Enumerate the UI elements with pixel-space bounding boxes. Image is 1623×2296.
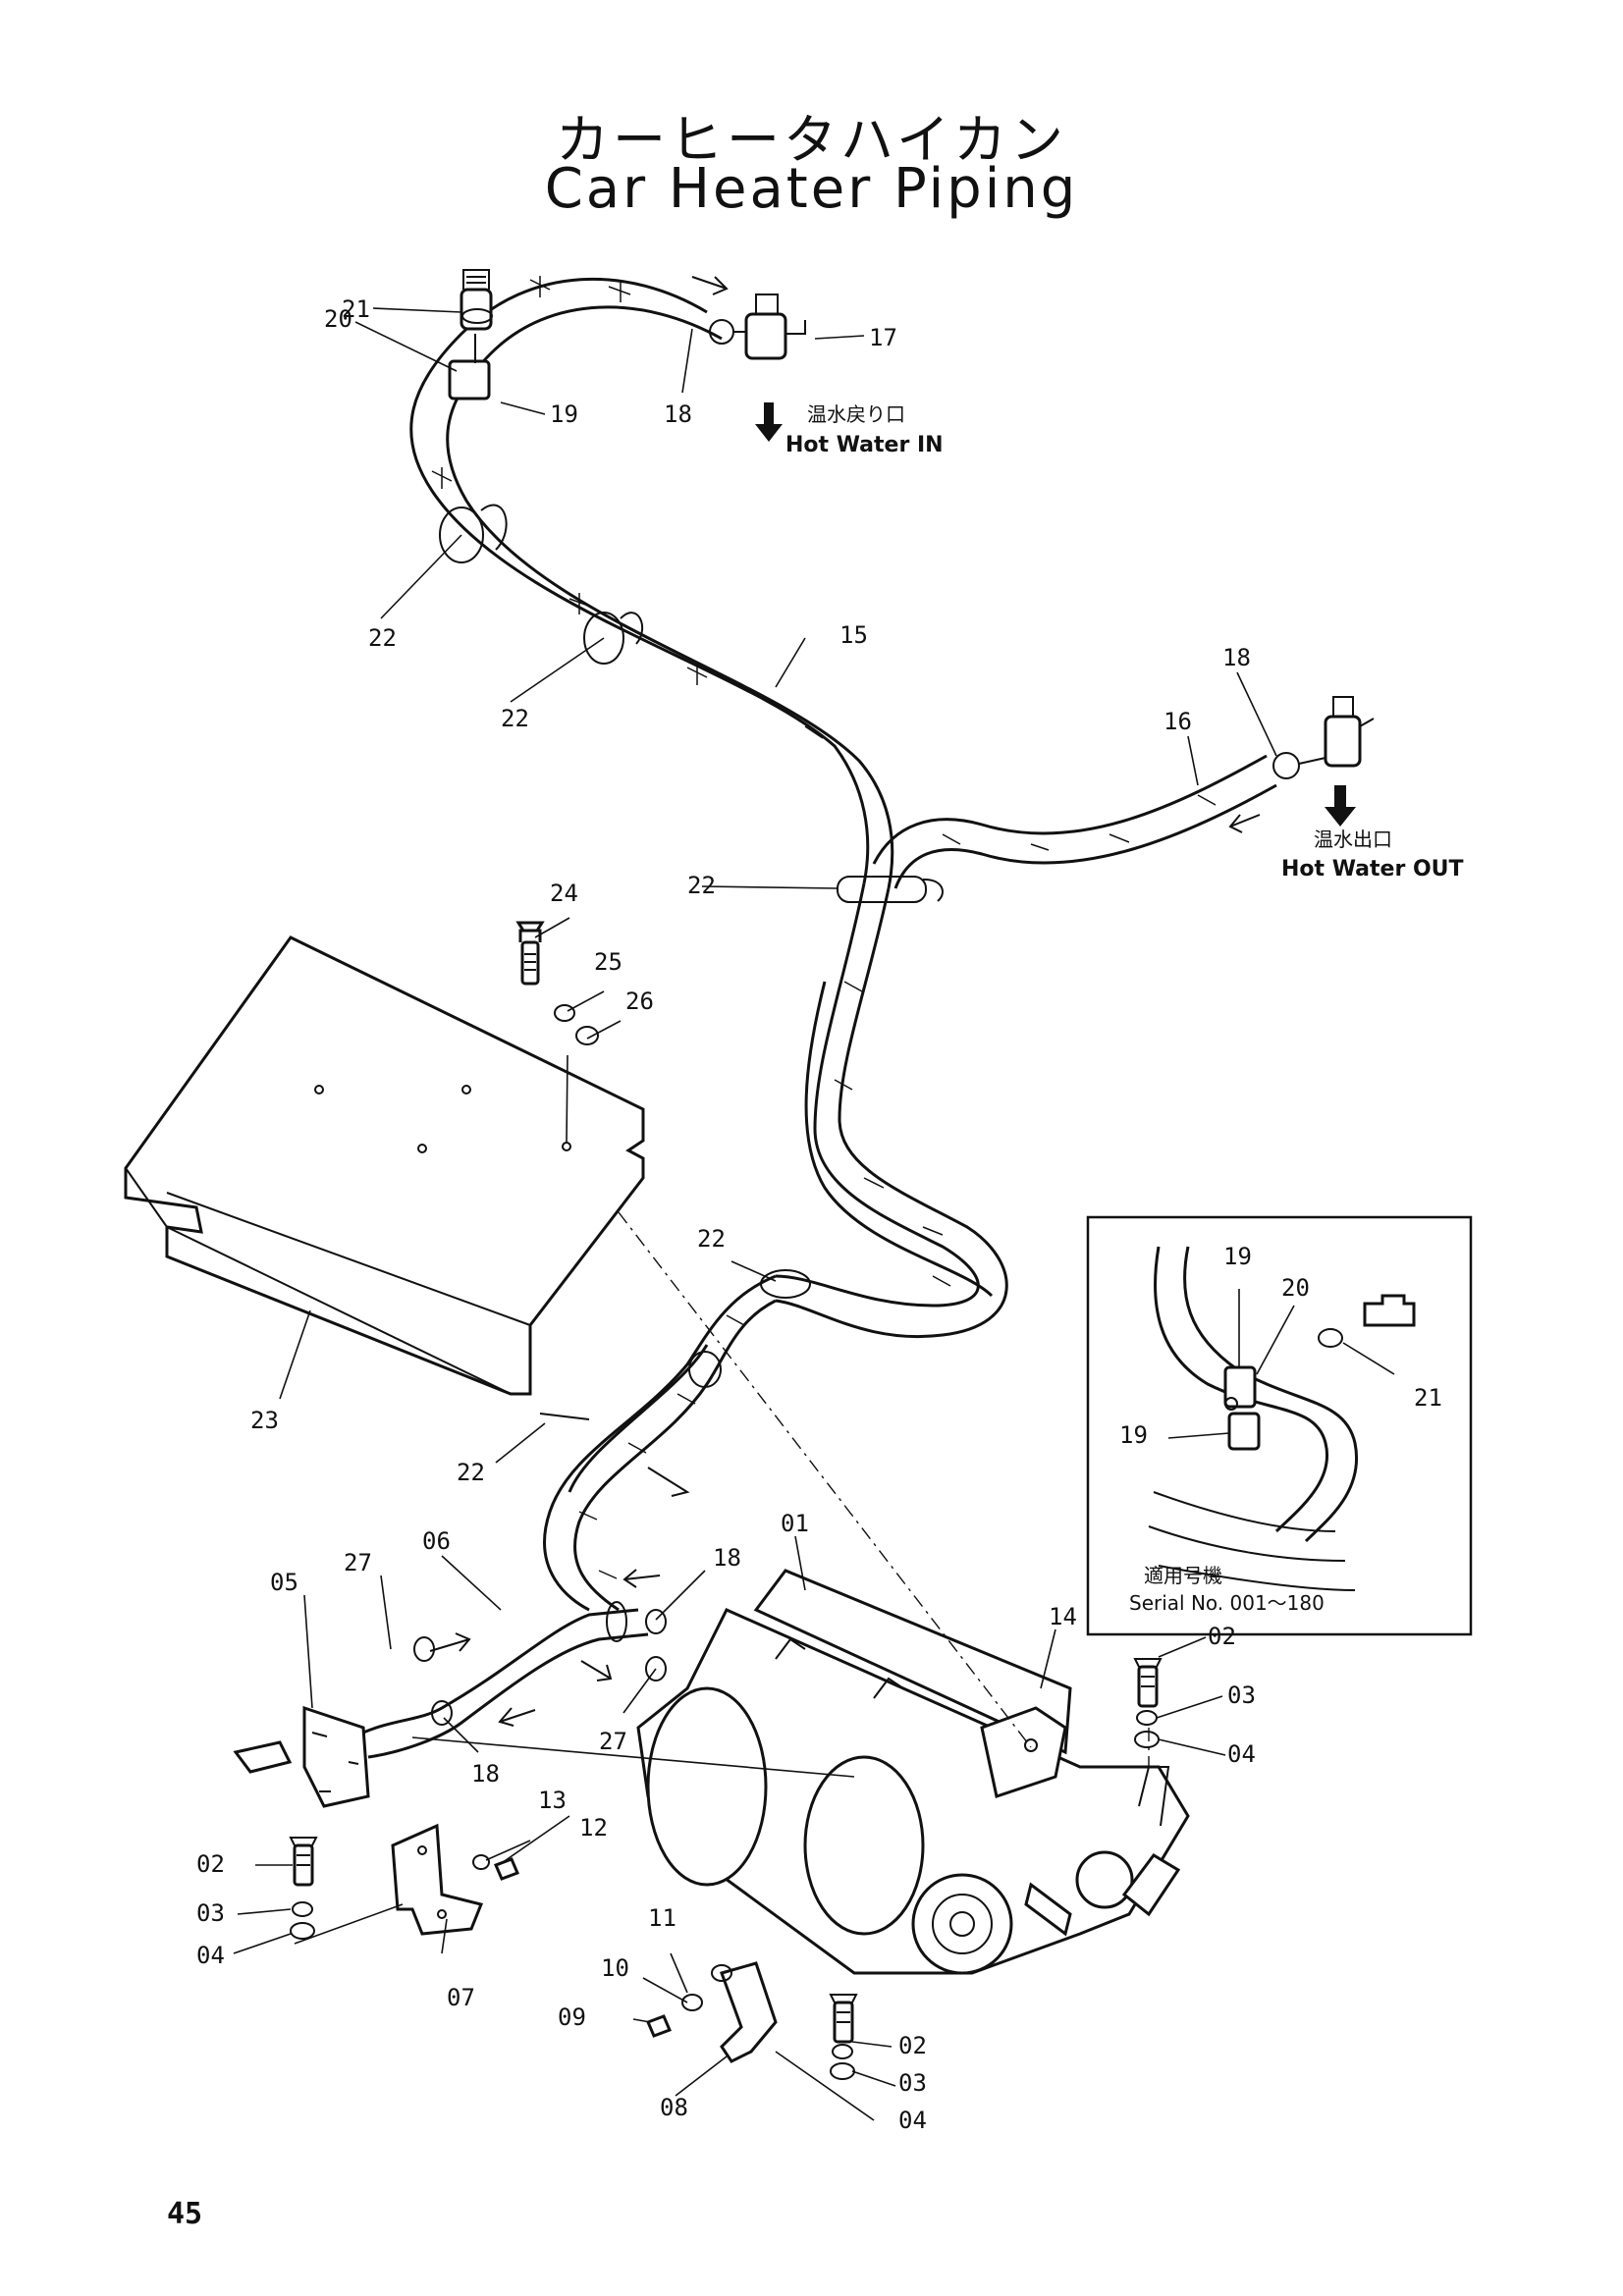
- inset-callout-19-b: 19: [1119, 1421, 1148, 1449]
- callout-08: 08: [660, 2094, 688, 2121]
- bolt-24-assembly: [515, 921, 599, 1045]
- callout-11: 11: [648, 1904, 676, 1932]
- clamp-22-set: [439, 504, 944, 1388]
- callout-01: 01: [781, 1510, 809, 1537]
- inset-callout-20: 20: [1281, 1274, 1310, 1302]
- inset-callout-21: 21: [1414, 1384, 1442, 1412]
- callout-05: 05: [270, 1569, 298, 1596]
- page-title-japanese: カーヒータハイカン: [556, 109, 1067, 171]
- bracket-07-assembly: [289, 1823, 519, 1940]
- callout-06: 06: [422, 1527, 451, 1555]
- callout-18-b: 18: [1222, 644, 1251, 671]
- callout-12: 12: [579, 1814, 608, 1842]
- callout-25: 25: [594, 948, 622, 976]
- callout-22-c: 22: [687, 872, 716, 899]
- callout-19: 19: [550, 400, 578, 428]
- callout-20: 20: [324, 305, 352, 333]
- flow-arrows: [429, 276, 1261, 1727]
- hot-water-out-jp: 温水出口: [1314, 828, 1392, 851]
- inset-callout-19: 19: [1223, 1243, 1252, 1270]
- callout-03-a: 03: [1227, 1682, 1256, 1709]
- callout-23: 23: [250, 1407, 279, 1434]
- callout-22-d: 22: [697, 1225, 726, 1253]
- callout-02-b: 02: [196, 1850, 225, 1878]
- callout-04-b: 04: [196, 1942, 225, 1969]
- bracket-08-assembly: [646, 1961, 858, 2080]
- callout-18-c: 18: [713, 1544, 741, 1572]
- callout-02-a: 02: [1208, 1623, 1236, 1650]
- small-pipe-22: [539, 1413, 690, 1497]
- callout-17: 17: [869, 324, 897, 351]
- serial-range: Serial No. 001～180: [1129, 1591, 1325, 1615]
- detail-inset: [1086, 1215, 1473, 1636]
- callout-07: 07: [447, 1984, 475, 2011]
- bracket-05-assembly: [233, 1601, 667, 1808]
- bolt-02-right: [1133, 1658, 1163, 1748]
- callout-10: 10: [601, 1954, 629, 1982]
- callout-22-a: 22: [368, 624, 397, 652]
- serial-label-jp: 適用号機: [1144, 1564, 1222, 1587]
- callout-14: 14: [1049, 1603, 1077, 1630]
- callout-22-e: 22: [457, 1459, 485, 1486]
- callout-04-c: 04: [898, 2107, 927, 2134]
- cover-23: [124, 935, 645, 1396]
- page-number: 45: [167, 2197, 203, 2231]
- hot-water-out-label: Hot Water OUT: [1281, 857, 1464, 881]
- callout-21: 21: [342, 295, 370, 323]
- callout-22-b: 22: [501, 705, 529, 732]
- callout-26: 26: [625, 988, 654, 1015]
- in-out-arrows: [755, 402, 1356, 827]
- hose-main-pair: [543, 882, 1008, 1612]
- hose-16: [872, 754, 1277, 889]
- center-line: [618, 1211, 1032, 1748]
- callout-13: 13: [538, 1787, 567, 1814]
- callout-15: 15: [839, 621, 868, 649]
- callout-09: 09: [558, 2003, 586, 2031]
- heater-unit-01: [636, 1569, 1190, 1975]
- hot-water-in-label: Hot Water IN: [785, 433, 944, 457]
- callout-24: 24: [550, 880, 578, 907]
- callout-27-b: 27: [599, 1728, 627, 1755]
- callout-02-c: 02: [898, 2032, 927, 2059]
- flow-notes: 温水戻り口 Hot Water IN 温水出口 Hot Water OUT 適用…: [785, 402, 1464, 1615]
- hot-water-in-jp: 温水戻り口: [807, 402, 905, 426]
- page-title-english: Car Heater Piping: [544, 157, 1079, 221]
- top-clamp-assembly: [448, 269, 493, 400]
- callout-16: 16: [1163, 708, 1192, 735]
- callout-03-b: 03: [196, 1899, 225, 1927]
- callout-03-c: 03: [898, 2069, 927, 2097]
- callout-27: 27: [344, 1549, 372, 1576]
- callout-18-d: 18: [471, 1760, 500, 1788]
- callout-04-a: 04: [1227, 1740, 1256, 1768]
- valve-out: [1272, 696, 1375, 779]
- leader-lines: [233, 307, 1277, 2121]
- valve-17: [709, 294, 806, 360]
- callout-18: 18: [664, 400, 692, 428]
- callout-labels: 21 20 19 18 17 22 22 15 18 16 22 24 25 2…: [196, 295, 1442, 2134]
